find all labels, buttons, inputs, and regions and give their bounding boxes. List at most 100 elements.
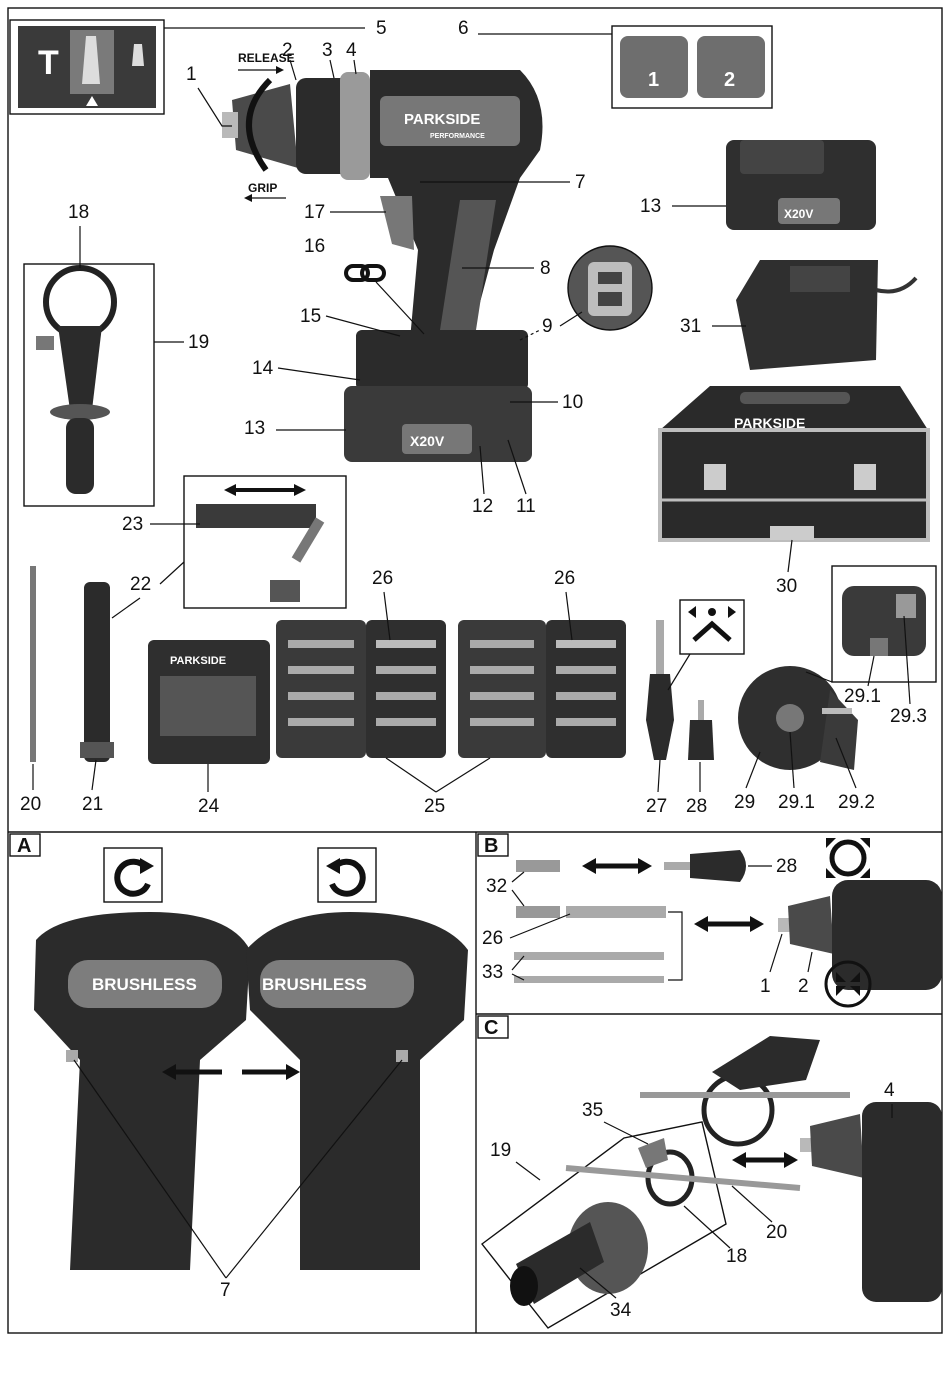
bit-set-2 <box>458 620 626 758</box>
callout-18-top: 18 <box>68 202 89 223</box>
callout-30: 30 <box>776 576 797 597</box>
drill-brand-text: PARKSIDE <box>404 111 480 128</box>
callout-29-1: 29.1 <box>778 792 815 813</box>
callout-21: 21 <box>82 794 103 815</box>
panel-b-letter: B <box>484 835 498 857</box>
callout-34: 34 <box>610 1300 632 1321</box>
callout-26-set1: 26 <box>372 568 393 589</box>
side-handle-exploded <box>510 1138 801 1306</box>
callout-22: 22 <box>130 574 151 595</box>
drill-brand-sub: PERFORMANCE <box>430 133 485 140</box>
belt-clip-inset <box>567 245 653 331</box>
callout-33: 33 <box>482 962 503 983</box>
side-handle-on-drill <box>640 1036 850 1147</box>
tape-measure <box>738 666 858 770</box>
spare-battery: X20V <box>726 140 876 230</box>
callout-11: 11 <box>516 496 536 517</box>
bit-holder-icon <box>566 906 666 918</box>
callout-27: 27 <box>646 796 667 817</box>
ratchet-direction-inset <box>679 599 745 655</box>
push-right-arrow-icon <box>286 1064 300 1080</box>
side-handle <box>36 265 117 494</box>
rotation-arrow-icon <box>245 77 273 172</box>
dust-collector-inset <box>183 475 347 609</box>
screw-mode-icon <box>132 44 144 66</box>
bit-icon-2 <box>516 906 560 918</box>
drill-bit-1 <box>514 952 664 960</box>
drill-side-c <box>800 1102 942 1302</box>
callout-14: 14 <box>252 358 274 379</box>
callout-20-top: 20 <box>20 794 41 815</box>
hammer-mode-symbol: T <box>38 44 59 82</box>
stubby-screwdriver <box>688 700 714 760</box>
callout-4: 4 <box>346 40 357 61</box>
callout-31: 31 <box>680 316 701 337</box>
callout-7: 7 <box>575 172 586 193</box>
callout-29-3: 29.3 <box>890 706 927 727</box>
callout-13-spare: 13 <box>640 196 661 217</box>
brushless-text-right: BRUSHLESS <box>262 975 367 994</box>
depth-stop-rod <box>30 566 36 762</box>
panel-a-tag <box>9 833 41 857</box>
drill-bit-2 <box>514 976 664 983</box>
callout-35: 35 <box>582 1100 603 1121</box>
callout-24: 24 <box>198 796 220 817</box>
pointer-arrow-icon <box>86 96 98 106</box>
mode-selector-inset: T <box>9 19 165 115</box>
instruction-booklet: PARKSIDE <box>148 640 270 764</box>
callout-15: 15 <box>300 306 321 327</box>
callout-2-b: 2 <box>798 976 809 997</box>
callout-17: 17 <box>304 202 325 223</box>
callout-3: 3 <box>322 40 333 61</box>
bit-set-1 <box>276 620 446 758</box>
callout-8: 8 <box>540 258 551 279</box>
panel-c-tag <box>477 1015 509 1039</box>
booklet-brand-text: PARKSIDE <box>170 655 226 667</box>
bit-icon-1 <box>516 860 560 872</box>
battery-mark-spare: X20V <box>784 207 813 221</box>
panel-b-tag <box>477 833 509 857</box>
callout-23: 23 <box>122 514 143 535</box>
drill-rear-left: BRUSHLESS <box>34 912 250 1270</box>
callout-10: 10 <box>562 392 583 413</box>
drill-chuck-b <box>778 880 942 990</box>
callout-9: 9 <box>542 316 553 337</box>
drill-mode-icon <box>82 36 100 84</box>
callout-5: 5 <box>376 18 387 39</box>
case-brand-text: PARKSIDE <box>734 415 805 431</box>
callout-1-b: 1 <box>760 976 771 997</box>
callout-28-b: 28 <box>776 856 797 877</box>
counterclockwise-symbol <box>317 847 377 903</box>
callout-32: 32 <box>486 876 507 897</box>
gear-2-label: 2 <box>724 69 735 91</box>
link-chain-icon <box>344 264 386 282</box>
gear-1-label: 1 <box>648 69 659 91</box>
tape-measure-inset <box>831 565 937 683</box>
callout-28-top: 28 <box>686 796 707 817</box>
battery-mark-main: X20V <box>410 433 445 449</box>
callout-18-c: 18 <box>726 1246 747 1267</box>
callout-16: 16 <box>304 236 325 257</box>
callout-29: 29 <box>734 792 755 813</box>
close-chuck-symbol <box>824 960 872 1008</box>
callout-4-c: 4 <box>884 1080 895 1101</box>
open-chuck-symbol <box>826 838 870 878</box>
push-left-arrow-icon <box>162 1064 176 1080</box>
release-label: RELEASE <box>238 51 295 65</box>
callout-19-c: 19 <box>490 1140 511 1161</box>
callout-6: 6 <box>458 18 469 39</box>
dust-collector <box>80 582 114 762</box>
brushless-text-left: BRUSHLESS <box>92 975 197 994</box>
grip-label: GRIP <box>248 181 277 195</box>
gear-selector-inset: 1 2 <box>611 25 773 109</box>
side-handle-frame <box>23 263 155 507</box>
side-handle-group-frame <box>481 1121 727 1329</box>
outer-frame <box>7 7 943 1334</box>
callout-12: 12 <box>472 496 493 517</box>
callout-26-set2: 26 <box>554 568 575 589</box>
callout-29-2: 29.2 <box>838 792 875 813</box>
ratchet-screwdriver <box>646 620 674 760</box>
carry-case: PARKSIDE <box>658 386 930 542</box>
stubby-screwdriver-b <box>664 850 746 882</box>
